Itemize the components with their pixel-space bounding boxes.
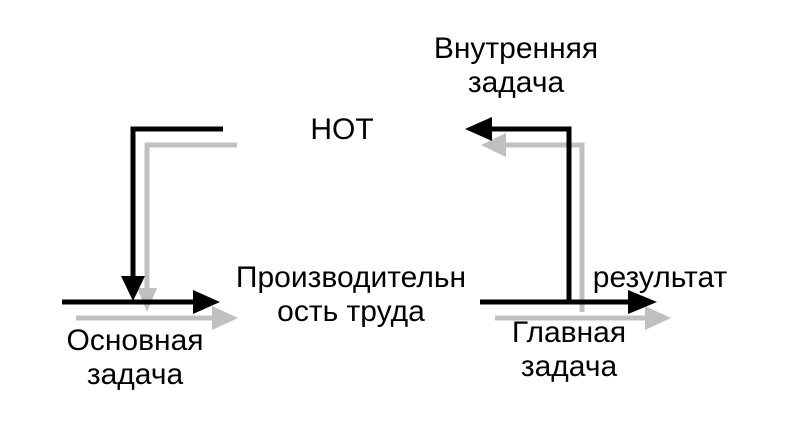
label-key-task: Главная задача <box>488 316 650 384</box>
shadow-right-loop-arrowhead <box>481 133 506 157</box>
label-internal-task: Внутренняя задача <box>398 32 634 100</box>
main-task-arrowhead <box>193 290 220 314</box>
not-to-main-connector <box>130 126 223 282</box>
label-result: результат <box>570 261 750 295</box>
shadow-main-task-arrowhead <box>212 306 238 330</box>
internal-task-loop <box>490 126 572 302</box>
label-key-task-line1: Главная <box>511 316 627 349</box>
shadow-left-connector <box>144 142 237 293</box>
label-productivity-line1: Производительн <box>235 261 467 294</box>
not-to-main-arrowhead <box>121 276 145 301</box>
label-main-task-line2: задача <box>86 358 184 391</box>
label-key-task-line2: задача <box>520 350 618 383</box>
label-productivity-line2: ость труда <box>277 295 425 328</box>
label-result-text: результат <box>592 261 728 294</box>
label-internal-task-line2: задача <box>467 66 565 99</box>
shadow-right-loop <box>504 142 585 312</box>
result-arrowhead <box>628 290 657 314</box>
label-not-text: НОТ <box>310 113 374 146</box>
shadow-arrows <box>76 133 671 330</box>
label-internal-task-line1: Внутренняя <box>433 32 599 65</box>
shadow-result-arrowhead <box>645 306 671 330</box>
label-main-task-line1: Основная <box>66 324 204 357</box>
label-main-task: Основная задача <box>40 324 230 392</box>
label-productivity: Производительн ость труда <box>206 261 496 329</box>
primary-arrows <box>62 117 657 314</box>
label-not: НОТ <box>294 113 390 147</box>
internal-task-arrowhead <box>465 117 492 141</box>
